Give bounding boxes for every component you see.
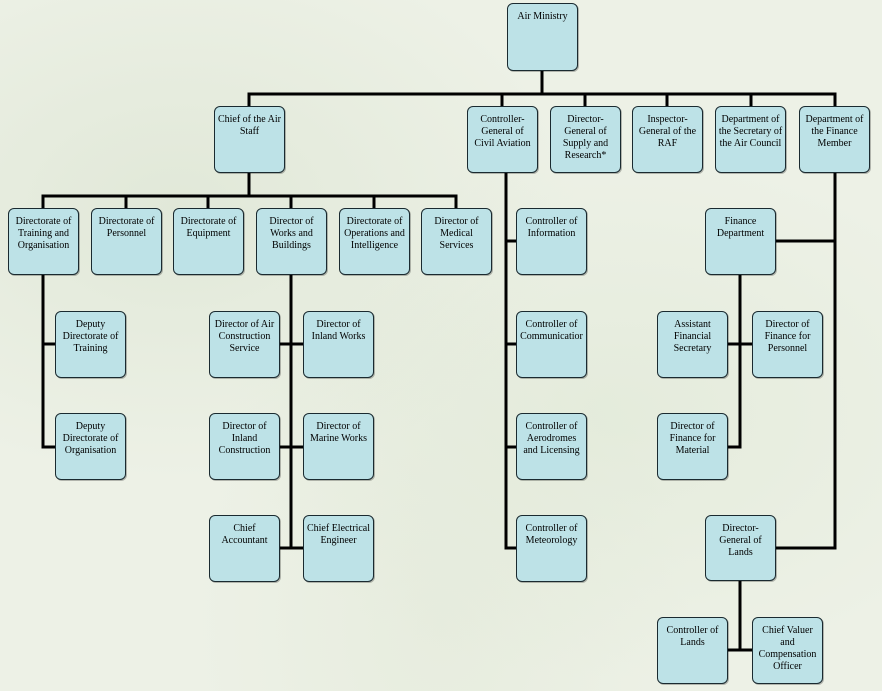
chief-of-air-staff-box: Chief of the Air Staff bbox=[214, 106, 285, 173]
chief-electrical-engineer-box: Chief Electrical Engineer bbox=[303, 515, 374, 582]
director-inland-works-box: Director of Inland Works bbox=[303, 311, 374, 378]
department-finance-member-box: Department of the Finance Member bbox=[799, 106, 870, 173]
department-secretary-air-council-box: Department of the Secretary of the Air C… bbox=[715, 106, 786, 173]
controller-lands-box: Controller of Lands bbox=[657, 617, 728, 684]
directorate-training-organisation-box: Directorate of Training and Organisation bbox=[8, 208, 79, 275]
directorate-personnel-box: Directorate of Personnel bbox=[91, 208, 162, 275]
controller-information-box: Controller of Information bbox=[516, 208, 587, 275]
inspector-general-raf-box: Inspector- General of the RAF bbox=[632, 106, 703, 173]
director-general-lands-box: Director- General of Lands bbox=[705, 515, 776, 581]
chief-valuer-compensation-officer-box: Chief Valuer and Compensation Officer bbox=[752, 617, 823, 684]
director-medical-services-box: Director of Medical Services bbox=[421, 208, 492, 275]
controller-general-civil-aviation-box: Controller- General of Civil Aviation bbox=[467, 106, 538, 173]
director-inland-construction-box: Director of Inland Construction bbox=[209, 413, 280, 480]
director-works-buildings-box: Director of Works and Buildings bbox=[256, 208, 327, 275]
director-finance-personnel-box: Director of Finance for Personnel bbox=[752, 311, 823, 378]
assistant-financial-secretary-box: Assistant Financial Secretary bbox=[657, 311, 728, 378]
directorate-equipment-box: Directorate of Equipment bbox=[173, 208, 244, 275]
controller-meteorology-box: Controller of Meteorology bbox=[516, 515, 587, 582]
controller-communication-box: Controller of Communicatior bbox=[516, 311, 587, 378]
chief-accountant-box: Chief Accountant bbox=[209, 515, 280, 582]
directorate-operations-intelligence-box: Directorate of Operations and Intelligen… bbox=[339, 208, 410, 275]
director-marine-works-box: Director of Marine Works bbox=[303, 413, 374, 480]
deputy-directorate-training-box: Deputy Directorate of Training bbox=[55, 311, 126, 378]
controller-aerodromes-licensing-box: Controller of Aerodromes and Licensing bbox=[516, 413, 587, 480]
director-air-construction-service-box: Director of Air Construction Service bbox=[209, 311, 280, 378]
air-ministry-box: Air Ministry bbox=[507, 3, 578, 71]
director-general-supply-research-box: Director- General of Supply and Research… bbox=[550, 106, 621, 173]
finance-department-box: Finance Department bbox=[705, 208, 776, 275]
deputy-directorate-organisation-box: Deputy Directorate of Organisation bbox=[55, 413, 126, 480]
director-finance-material-box: Director of Finance for Material bbox=[657, 413, 728, 480]
